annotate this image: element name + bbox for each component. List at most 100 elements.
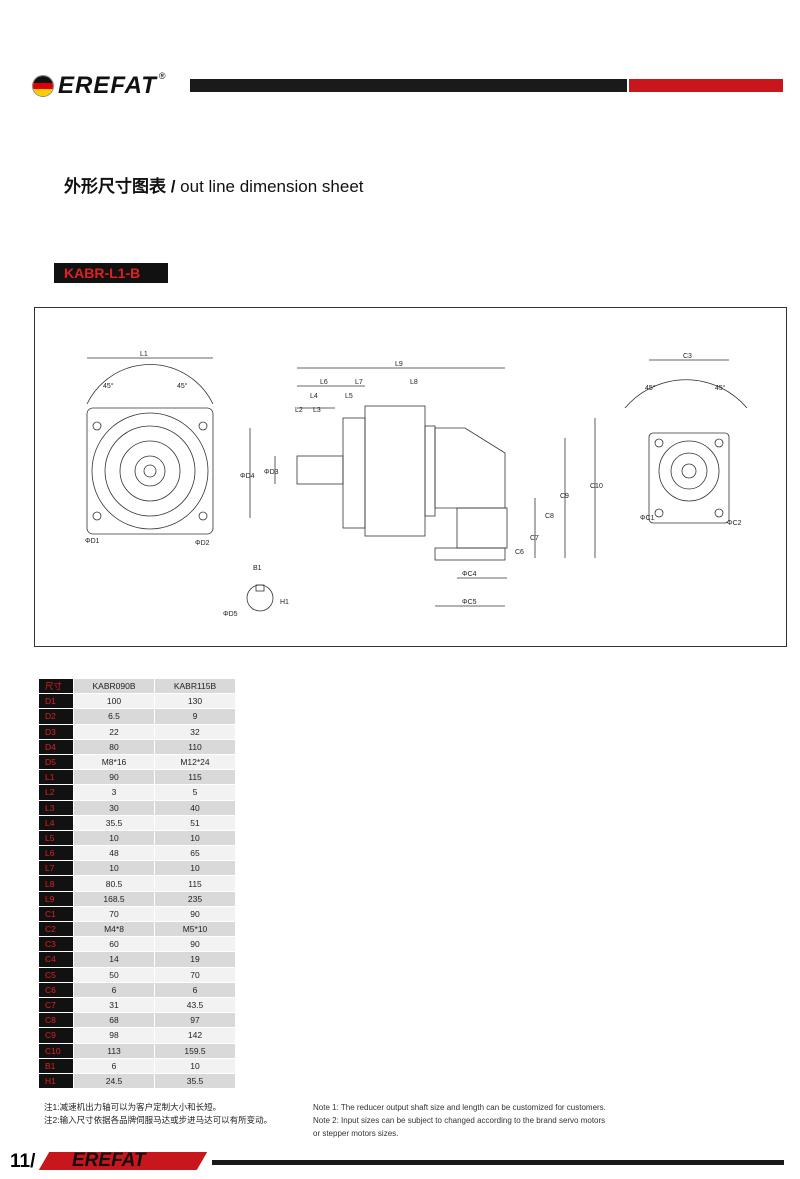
- value-cell: 70: [74, 906, 154, 921]
- value-cell: 115: [155, 876, 235, 891]
- dim-label: L1: [140, 351, 148, 358]
- dim-label: ΦC5: [462, 599, 477, 606]
- dim-label: ΦD5: [223, 611, 238, 618]
- value-cell: 51: [155, 815, 235, 830]
- footer-line: [212, 1160, 784, 1165]
- model-label: KABR-L1-B: [54, 263, 168, 283]
- dimension-key: L1: [39, 770, 73, 785]
- dim-label: H1: [280, 599, 289, 606]
- dimension-key: L3: [39, 800, 73, 815]
- notes-english: Note 1: The reducer output shaft size an…: [313, 1101, 606, 1140]
- value-cell: 80: [74, 739, 154, 754]
- dim-label: 45°: [715, 384, 726, 392]
- value-cell: M12*24: [155, 754, 235, 770]
- dimension-key: H1: [39, 1073, 73, 1089]
- value-cell: 90: [155, 906, 235, 921]
- dim-label: C6: [515, 549, 524, 556]
- dim-label: ΦD2: [195, 540, 210, 547]
- value-cell: 6.5: [74, 709, 154, 724]
- dimension-key: C3: [39, 937, 73, 952]
- dimension-drawing: L1 L9 L6 L7 L8 L4 L5 L2 L3 ΦD4 ΦD3 ΦD1 Φ…: [34, 307, 787, 647]
- dim-label: 45°: [177, 382, 188, 390]
- dimension-key: L6: [39, 846, 73, 861]
- value-cell: 32: [155, 724, 235, 739]
- dimension-key: L4: [39, 815, 73, 830]
- value-cell: 50: [74, 967, 154, 982]
- footer-brand: EREFAT: [72, 1150, 146, 1171]
- value-cell: M5*10: [155, 922, 235, 937]
- value-cell: 60: [74, 937, 154, 952]
- value-cell: 113: [74, 1043, 154, 1058]
- dim-label: ΦC2: [727, 520, 742, 527]
- page-number: 11/: [10, 1151, 36, 1172]
- value-cell: 31: [74, 997, 154, 1013]
- dimension-key: C7: [39, 997, 73, 1013]
- value-cell: 40: [155, 800, 235, 815]
- dimension-key: L9: [39, 891, 73, 906]
- value-cell: 70: [155, 967, 235, 982]
- value-cell: 10: [74, 830, 154, 846]
- dim-label: 45°: [645, 384, 656, 392]
- value-cell: 65: [155, 846, 235, 861]
- dimension-key: D2: [39, 709, 73, 724]
- dimension-key: D3: [39, 724, 73, 739]
- value-cell: 35.5: [155, 1073, 235, 1089]
- dimension-key: C5: [39, 967, 73, 982]
- dimension-key: L7: [39, 861, 73, 876]
- note-cn-1: 注1:减速机出力轴可以为客户定制大小和长短。: [44, 1102, 222, 1112]
- value-cell: 24.5: [74, 1073, 154, 1089]
- value-cell: 6: [74, 1058, 154, 1073]
- value-cell: 110: [155, 739, 235, 754]
- value-cell: 10: [155, 1058, 235, 1073]
- dim-label: B1: [253, 565, 262, 572]
- german-flag-icon: [32, 75, 54, 97]
- dim-label: ΦC1: [640, 515, 655, 522]
- value-cell: 19: [155, 952, 235, 967]
- dimension-key: C4: [39, 952, 73, 967]
- value-cell: 68: [74, 1013, 154, 1028]
- value-cell: 22: [74, 724, 154, 739]
- value-cell: 10: [155, 861, 235, 876]
- dim-label: 45°: [103, 382, 114, 390]
- dimension-key: D1: [39, 694, 73, 709]
- value-cell: 48: [74, 846, 154, 861]
- value-cell: 5: [155, 785, 235, 800]
- value-cell: 168.5: [74, 891, 154, 906]
- dimension-key: D4: [39, 739, 73, 754]
- value-cell: 14: [74, 952, 154, 967]
- dimension-key: C1: [39, 906, 73, 921]
- dim-label: C9: [560, 493, 569, 500]
- value-cell: 35.5: [74, 815, 154, 830]
- value-cell: 130: [155, 694, 235, 709]
- value-cell: 10: [155, 830, 235, 846]
- value-cell: 159.5: [155, 1043, 235, 1058]
- dimension-key: L5: [39, 830, 73, 846]
- dimension-key: D5: [39, 754, 73, 770]
- page-title: 外形尺寸图表 / out line dimension sheet: [64, 177, 364, 196]
- value-cell: 9: [155, 709, 235, 724]
- value-cell: 235: [155, 891, 235, 906]
- header-cell: 尺寸: [39, 679, 73, 694]
- dim-label: ΦD1: [85, 538, 100, 545]
- dim-label: L6: [320, 379, 328, 386]
- dimension-key: C6: [39, 982, 73, 997]
- dimension-key: L8: [39, 876, 73, 891]
